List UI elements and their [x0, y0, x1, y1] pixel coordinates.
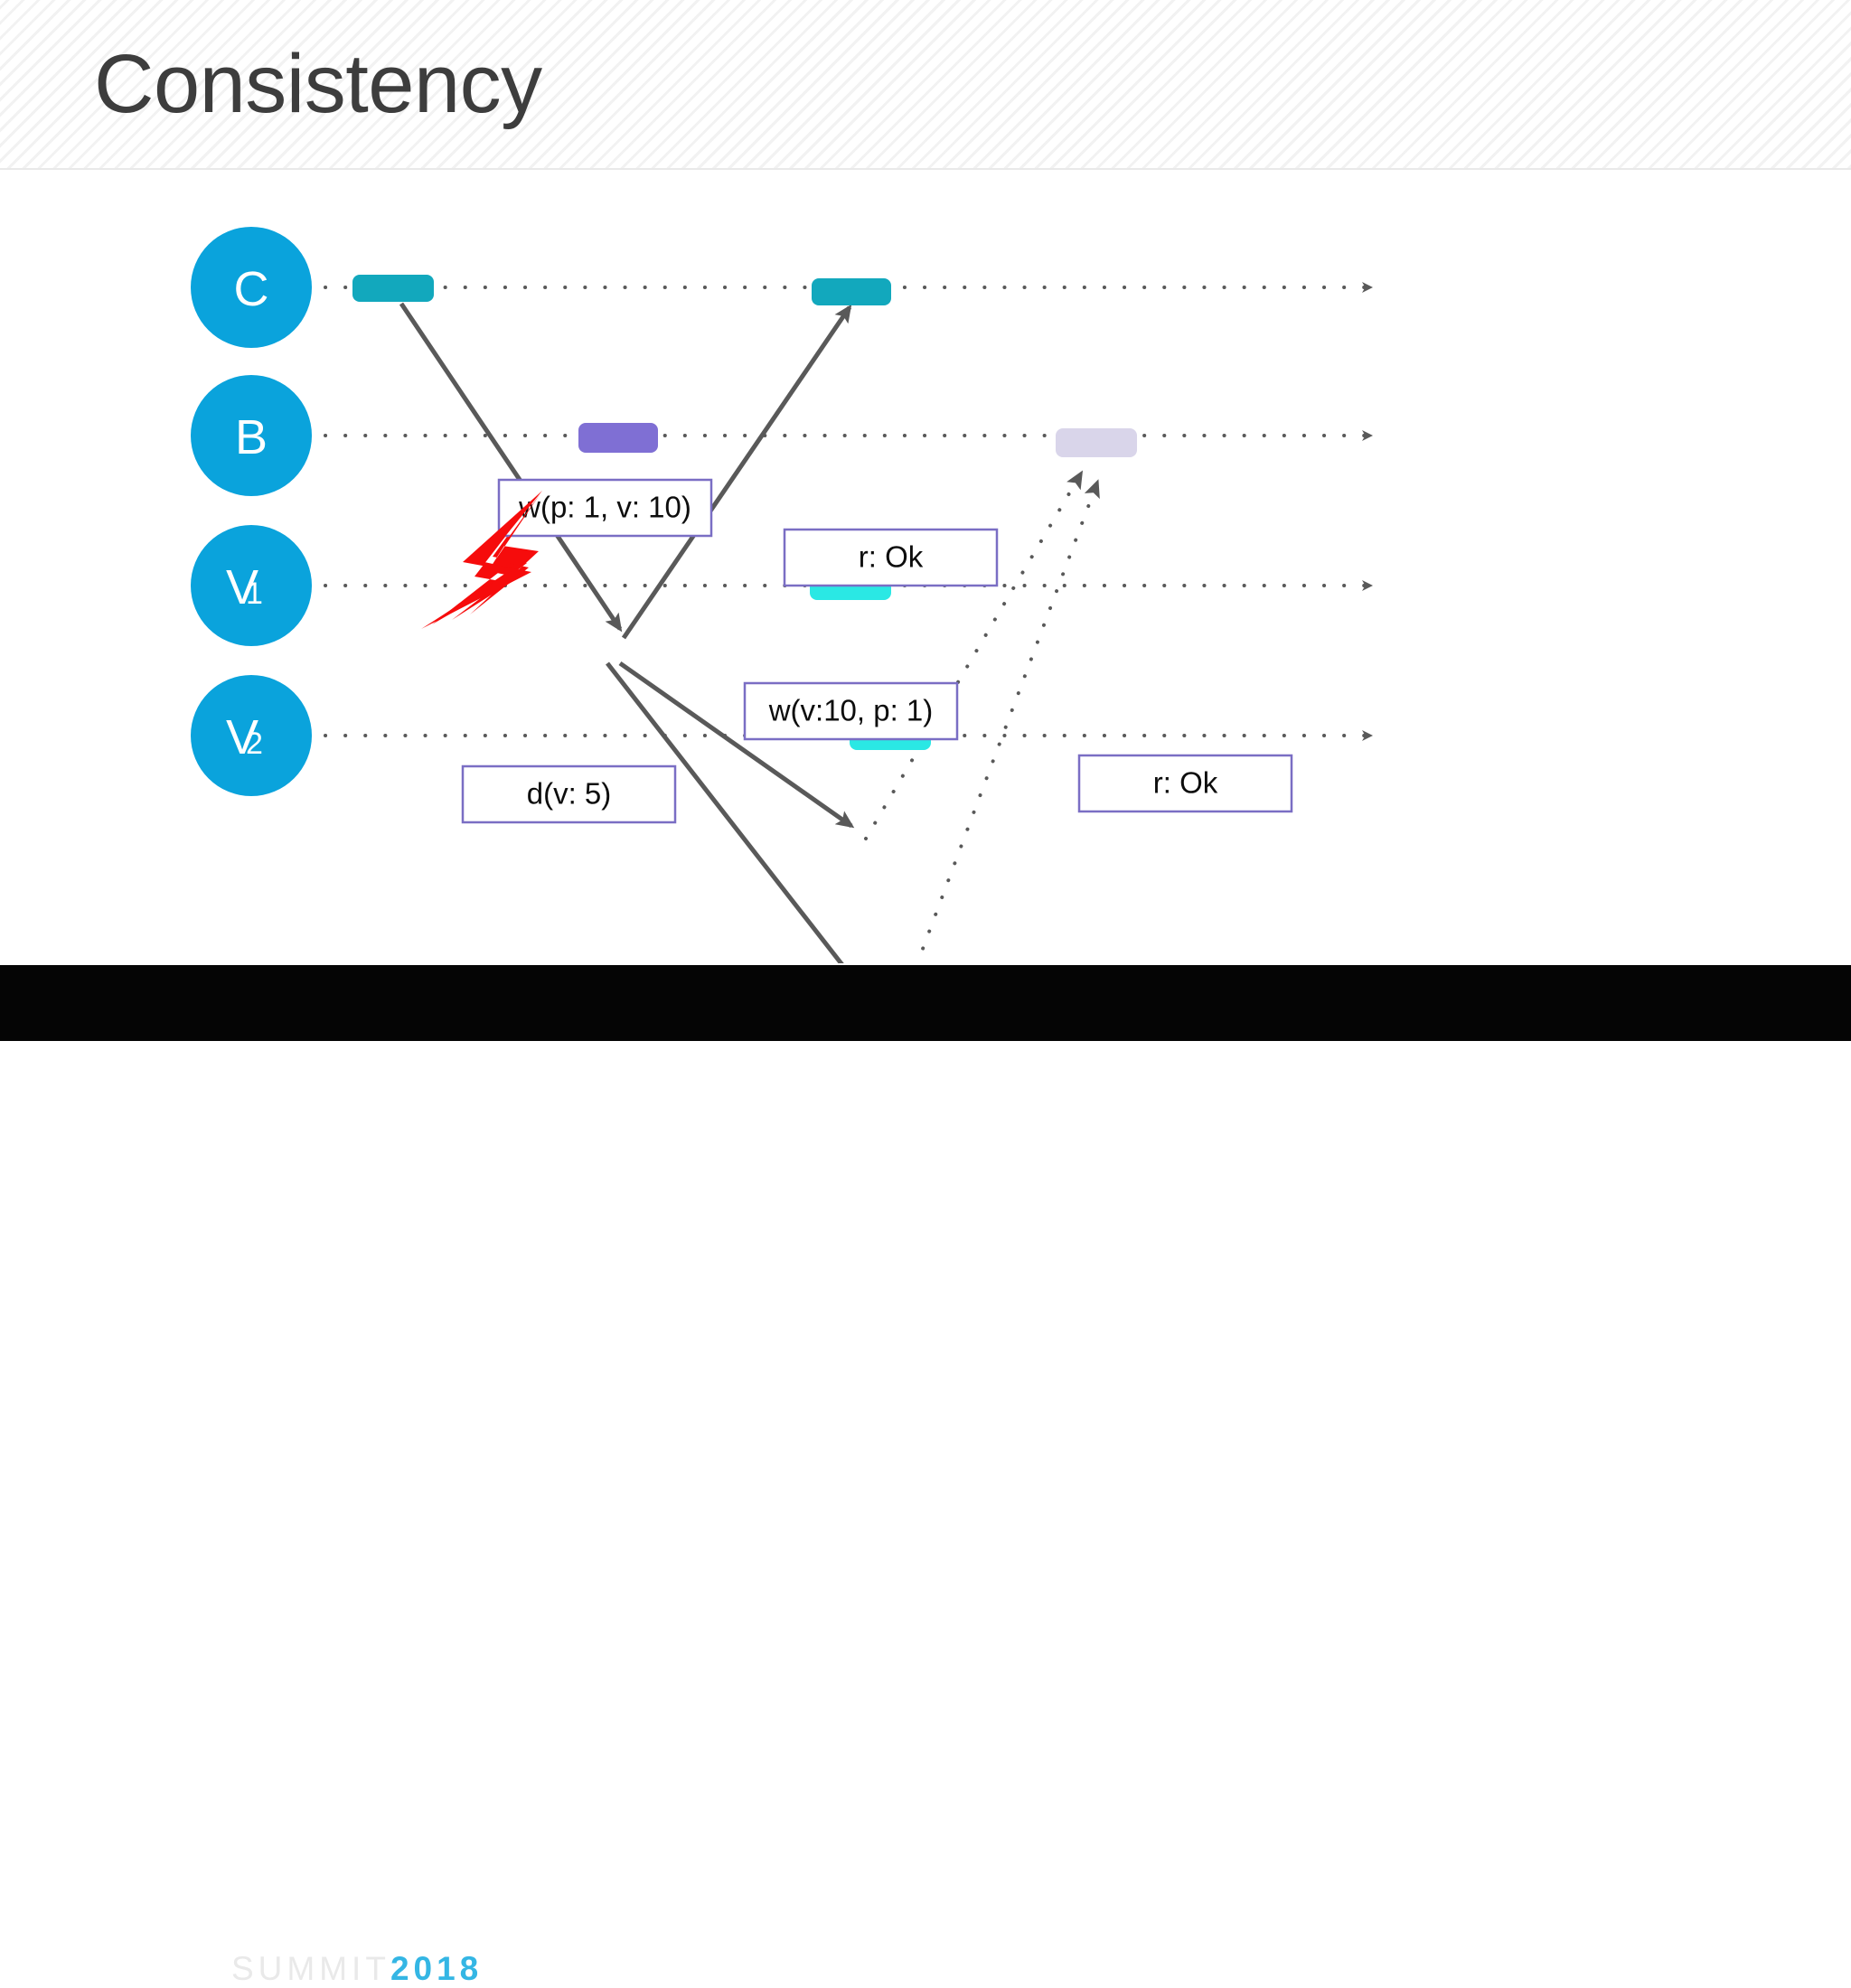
header-divider: [0, 168, 1851, 170]
delay-label: d(v: 5): [461, 764, 677, 824]
node-C: C: [191, 227, 312, 348]
c-request-bar: [352, 275, 434, 302]
read-ok-label-right: r: Ok: [1077, 754, 1293, 813]
message-labels: w(p: 1, v: 10) r: Ok w(v:10, p: 1) d(v: …: [461, 478, 1293, 824]
reply-arrow-v2-to-b: [915, 479, 1100, 963]
logo-summit-text: SUMMIT: [231, 1950, 390, 1987]
slide-footer: SCYLLASUMMIT2018: [0, 965, 1851, 1987]
node-V1: V 1: [191, 525, 312, 646]
b-coord-bar: [578, 423, 658, 453]
reply-arrows: [864, 470, 1100, 963]
node-V1-subscript: 1: [246, 577, 263, 611]
read-ok-label-right-text: r: Ok: [1153, 766, 1218, 800]
read-ok-label-top-text: r: Ok: [859, 540, 924, 574]
c-reply-bar: [812, 278, 891, 305]
diagram-stage: w(p: 1, v: 10) r: Ok w(v:10, p: 1) d(v: …: [0, 168, 1851, 963]
arrow-b-to-v2: [606, 661, 844, 963]
b-ack-bar: [1056, 428, 1137, 457]
logo-year-text: 2018: [390, 1950, 484, 1987]
activation-bars: [352, 275, 1137, 750]
node-V2-label: V: [226, 710, 258, 764]
delay-label-text: d(v: 5): [527, 777, 612, 811]
lifelines: [324, 282, 1373, 741]
slide-header-band: [0, 0, 1851, 168]
node-B-label: B: [235, 410, 268, 464]
page-title: Consistency: [94, 38, 542, 130]
arrow-c-to-b: [399, 302, 623, 633]
node-V2: V 2: [191, 675, 312, 796]
write-request-label-text: w(p: 1, v: 10): [518, 491, 691, 524]
logo-scylla-text: SCYLLA: [70, 1950, 231, 1987]
arrow-b-to-c: [621, 304, 852, 640]
write-forward-label: w(v:10, p: 1): [743, 681, 959, 741]
read-ok-label-top: r: Ok: [783, 528, 999, 587]
node-B: B: [191, 375, 312, 496]
request-arrows: [399, 302, 855, 963]
node-C-label: C: [234, 262, 269, 316]
node-V2-subscript: 2: [246, 727, 263, 761]
node-V1-label: V: [226, 560, 258, 614]
scylla-summit-logo: SCYLLASUMMIT2018: [70, 1950, 483, 1988]
lightning-bolt-overlay-icon: [421, 491, 542, 629]
write-forward-label-text: w(v:10, p: 1): [768, 694, 934, 727]
arrow-b-to-v1: [618, 661, 855, 829]
sequence-diagram: w(p: 1, v: 10) r: Ok w(v:10, p: 1) d(v: …: [191, 227, 1373, 963]
write-request-label: w(p: 1, v: 10): [497, 478, 713, 538]
lane-nodes: C B V 1 V 2: [191, 227, 312, 796]
reply-arrow-v1-to-b: [864, 470, 1084, 840]
